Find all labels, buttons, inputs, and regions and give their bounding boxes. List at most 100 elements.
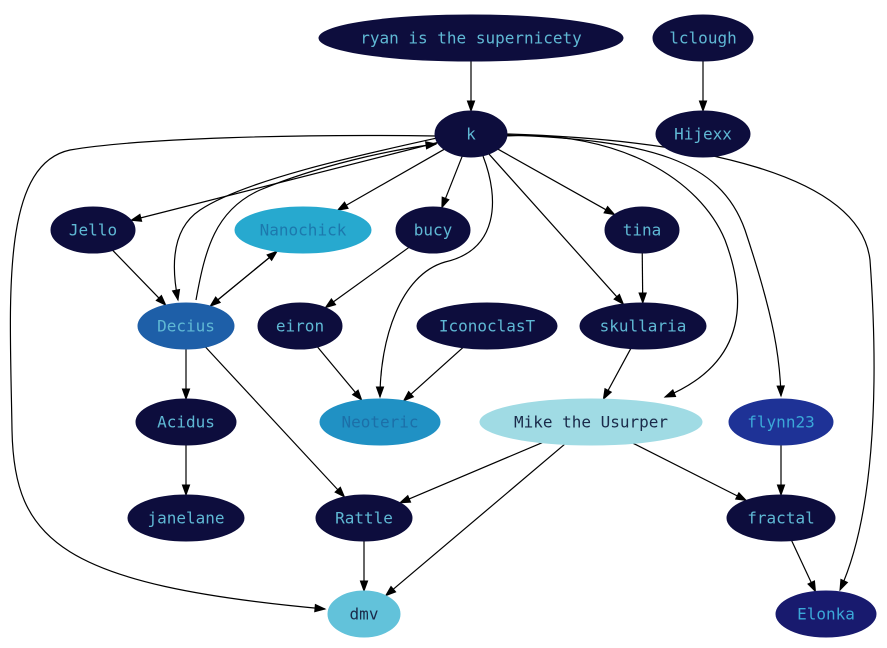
arrowhead	[155, 294, 167, 307]
node-shape	[728, 398, 834, 446]
edge-k-to-neoteric	[375, 155, 493, 399]
node-janelane[interactable]: janelane	[127, 494, 245, 542]
edge-mike-to-fractal	[632, 442, 748, 502]
arrowhead	[384, 585, 397, 597]
edge-k-to-tina	[497, 148, 616, 216]
node-decius[interactable]: Decius	[137, 302, 235, 350]
node-shape	[652, 14, 754, 62]
edge-line	[409, 347, 464, 396]
arrowhead	[441, 196, 450, 210]
node-skullaria[interactable]: skullaria	[579, 302, 707, 350]
edge-mike-to-rattle	[398, 442, 543, 504]
edge-line	[195, 143, 437, 301]
node-ryan[interactable]: ryan is the supernicety	[318, 14, 624, 62]
edge-mike-to-dmv	[384, 443, 565, 597]
arrowhead	[314, 603, 327, 613]
arrowhead	[181, 484, 191, 497]
node-acidus[interactable]: Acidus	[135, 398, 237, 446]
arrowhead	[603, 205, 616, 216]
arrowhead	[171, 288, 181, 302]
arrowhead	[613, 293, 625, 306]
edge-line	[112, 249, 160, 300]
node-jello[interactable]: Jello	[50, 206, 136, 254]
node-label: Hijexx	[674, 125, 732, 144]
node-iconoclast[interactable]: IconoclasT	[416, 302, 558, 350]
arrowhead	[129, 213, 143, 222]
node-shape	[137, 302, 235, 350]
node-dmv[interactable]: dmv	[327, 590, 401, 638]
edge-line	[505, 134, 782, 397]
node-label: Acidus	[157, 413, 215, 432]
edge-line	[205, 346, 339, 491]
arrowhead	[266, 250, 279, 262]
edge-acidus-to-janelane	[181, 445, 191, 497]
node-shape	[319, 398, 441, 446]
node-k[interactable]: k	[434, 110, 508, 158]
node-shape	[234, 206, 372, 254]
edge-k-to-decius	[171, 137, 438, 302]
arrowhead	[181, 388, 191, 401]
node-flynn23[interactable]: flynn23	[728, 398, 834, 446]
edge-line	[497, 148, 607, 211]
edge-skullaria-to-mike	[602, 348, 632, 401]
edge-decius-to-k	[195, 141, 438, 301]
node-label: fractal	[747, 509, 814, 528]
node-label: ryan is the supernicety	[360, 29, 582, 48]
node-bucy[interactable]: bucy	[395, 206, 471, 254]
node-elonka[interactable]: Elonka	[775, 590, 877, 638]
arrowhead	[402, 390, 415, 402]
node-eiron[interactable]: eiron	[257, 302, 343, 350]
edge-ryan-to-k	[466, 61, 476, 113]
arrowhead	[334, 486, 346, 499]
node-label: flynn23	[747, 413, 814, 432]
edge-flynn23-to-fractal	[776, 445, 786, 497]
node-hijexx[interactable]: Hijexx	[655, 110, 751, 158]
node-shape	[315, 494, 413, 542]
node-nanochick[interactable]: Nanochick	[234, 206, 372, 254]
node-tina[interactable]: tina	[604, 206, 680, 254]
node-label: lclough	[669, 29, 736, 48]
edge-decius-to-rattle	[205, 346, 346, 499]
node-rattle[interactable]: Rattle	[315, 494, 413, 542]
edge-lclough-to-hijexx	[698, 61, 708, 113]
node-lclough[interactable]: lclough	[652, 14, 754, 62]
node-label: Decius	[157, 317, 215, 336]
node-label: Neoteric	[341, 413, 418, 432]
arrowhead	[466, 100, 476, 113]
edge-k-to-flynn23	[505, 134, 786, 398]
edge-line	[408, 442, 543, 500]
edge-line	[504, 134, 739, 398]
edge-jello-to-decius	[112, 249, 167, 307]
edge-tina-to-skullaria	[638, 252, 647, 305]
edge-line	[209, 256, 271, 307]
edge-decius-to-acidus	[181, 349, 191, 401]
arrowhead	[324, 298, 337, 309]
node-shape	[135, 398, 237, 446]
node-neoteric[interactable]: Neoteric	[319, 398, 441, 446]
node-label: Elonka	[797, 605, 855, 624]
node-shape	[395, 206, 471, 254]
node-shape	[416, 302, 558, 350]
arrowhead	[776, 385, 786, 398]
graph-nodes: ryan is the supernicety lclough k HijexxJel…	[50, 14, 877, 638]
edge-bucy-to-eiron	[324, 246, 410, 309]
edge-k-to-jello	[129, 141, 438, 222]
arrowhead	[638, 292, 647, 305]
node-label: skullaria	[600, 317, 687, 336]
arrowhead	[807, 580, 817, 593]
edge-line	[488, 153, 618, 298]
node-mike[interactable]: Mike the Usurper	[479, 398, 703, 446]
edge-line	[392, 443, 565, 591]
node-shape	[726, 494, 836, 542]
node-shape	[655, 110, 751, 158]
edge-iconoclast-to-neoteric	[402, 347, 464, 402]
edge-line	[139, 141, 438, 219]
edge-line	[173, 137, 438, 301]
edge-line	[791, 540, 813, 584]
edge-line	[379, 155, 493, 398]
node-label: Rattle	[335, 509, 393, 528]
node-label: bucy	[414, 221, 453, 240]
node-fractal[interactable]: fractal	[726, 494, 836, 542]
edge-line	[444, 156, 463, 200]
